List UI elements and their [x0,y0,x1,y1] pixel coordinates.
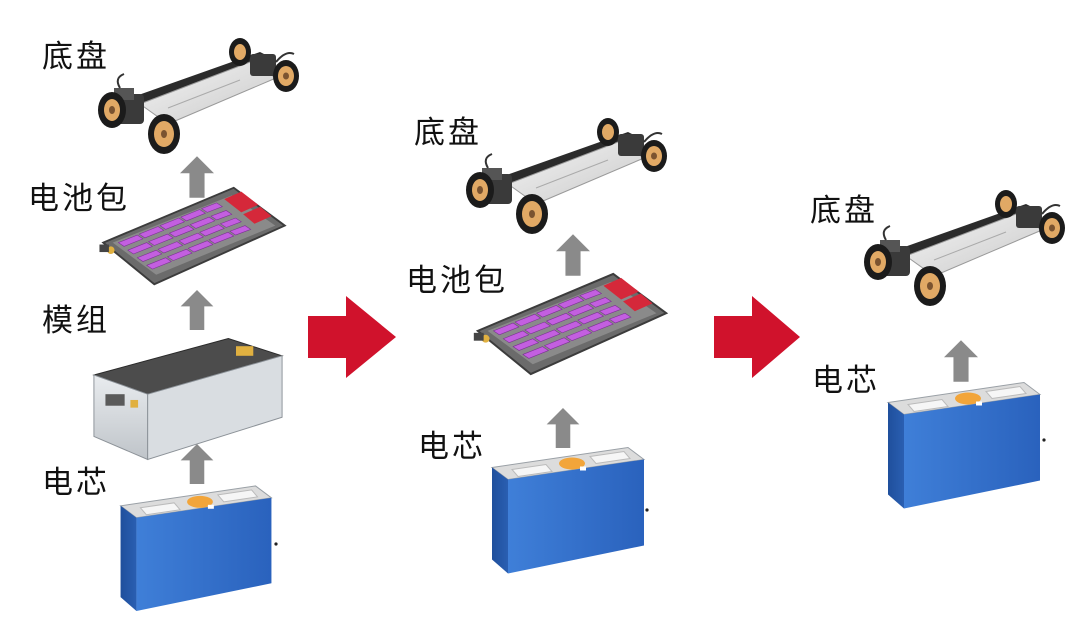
process-arrow-2 [714,296,800,378]
stage2-cell-label: 电芯 [418,429,486,465]
stage3-arrow-cell-to-chassis [944,340,978,382]
stage2-pack-label: 电池包 [406,263,508,299]
stage1-cell-label: 电芯 [42,465,110,501]
stage3-chassis-label: 底盘 [810,193,878,229]
stage3-cell-label: 电芯 [812,363,880,399]
stage1-arrow-cell-to-module [180,444,214,484]
stage2-arrow-pack-to-chassis [556,234,590,276]
stage2-chassis-label: 底盘 [414,115,482,151]
stage1-module-image [93,338,283,460]
stage2-arrow-cell-to-pack [546,408,580,448]
stage2-chassis-image [465,118,668,235]
stage1-chassis-image [97,38,300,155]
stage1-arrow-pack-to-chassis [180,156,214,198]
stage1-pack-label: 电池包 [28,181,130,217]
stage2-cell-image [491,446,645,575]
stage1-cell-image [120,485,272,612]
stage1-pack-image [98,186,286,286]
stage1-chassis-label: 底盘 [42,39,110,75]
stage1-module-label: 模组 [42,303,110,339]
stage2-pack-image [472,272,668,376]
process-arrow-1 [308,296,396,378]
stage1-arrow-module-to-pack [180,290,214,330]
stage3-cell-image [887,381,1041,510]
stage3-chassis-image [863,190,1066,307]
